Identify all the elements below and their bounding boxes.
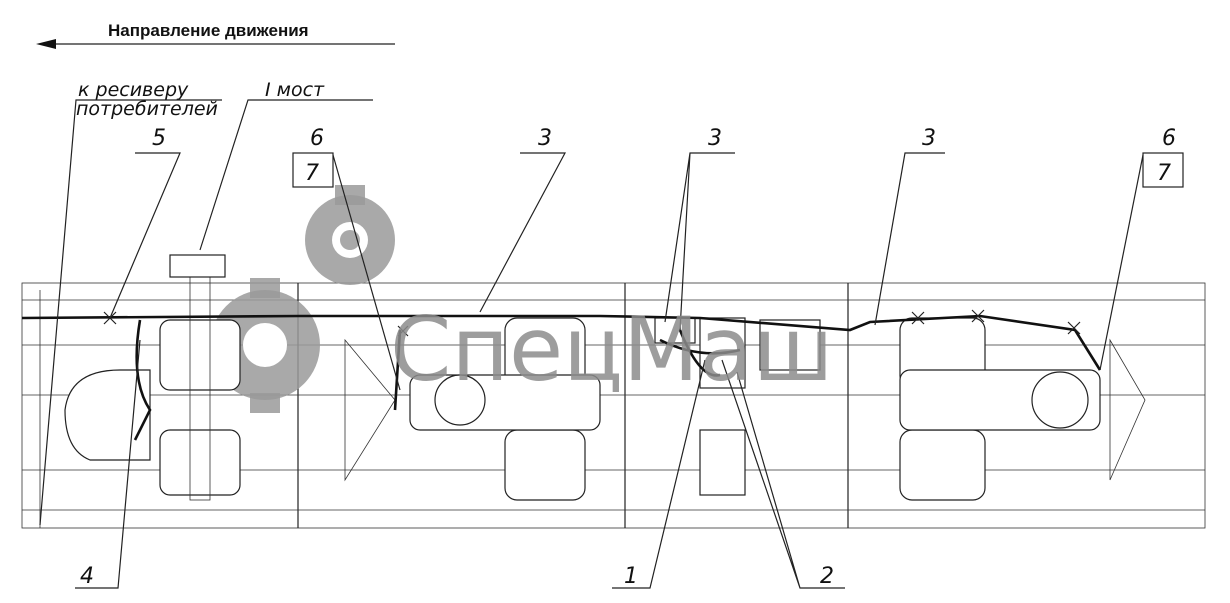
svg-text:потребителей: потребителей: [76, 98, 218, 120]
callout-receiver: к ресиверу потребителей: [39, 79, 222, 526]
svg-text:1: 1: [624, 564, 638, 589]
callout-5: 5: [109, 126, 181, 319]
svg-text:4: 4: [80, 564, 94, 589]
callout-1: 1: [612, 359, 706, 589]
svg-text:6: 6: [1162, 126, 1176, 151]
svg-text:6: 6: [310, 126, 324, 151]
svg-text:3: 3: [538, 126, 552, 151]
axle-4: [899, 317, 1146, 501]
callout-3-b: 3: [664, 126, 735, 331]
callout-6-7-left: 6 7: [292, 126, 401, 391]
callout-3-c: 3: [874, 126, 945, 326]
svg-text:7: 7: [1157, 161, 1171, 186]
direction-title: Направление движения: [108, 21, 309, 40]
air-pipeline: [21, 314, 1102, 441]
axle-2: [344, 317, 601, 501]
svg-text:I мост: I мост: [265, 79, 325, 101]
watermark-text: СпецМаш: [390, 298, 833, 401]
svg-text:5: 5: [152, 126, 166, 151]
callout-3-a: 3: [479, 126, 567, 313]
callout-2: 2: [721, 359, 845, 589]
direction-arrow: [36, 39, 395, 49]
callout-4: 4: [75, 339, 141, 589]
svg-text:7: 7: [305, 161, 319, 186]
callout-axle-1: I мост: [199, 79, 373, 251]
svg-text:2: 2: [820, 564, 834, 589]
svg-text:3: 3: [708, 126, 722, 151]
callout-6-7-right: 6 7: [1099, 126, 1184, 371]
svg-text:3: 3: [922, 126, 936, 151]
axle-1: [64, 254, 241, 501]
svg-text:к ресиверу: к ресиверу: [78, 79, 189, 101]
